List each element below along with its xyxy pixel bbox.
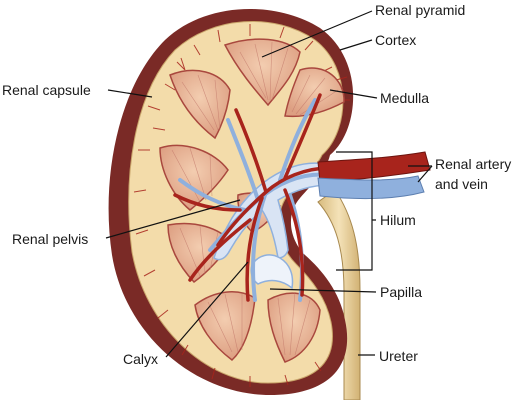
pyramid-bottom-left	[194, 291, 256, 361]
leader-cortex	[339, 39, 373, 51]
cortex-vessels	[133, 24, 350, 387]
renal-pelvis	[213, 162, 331, 261]
label-renal-artery-and-vein-line1: Renal artery	[435, 156, 512, 172]
label-renal-pyramid: Renal pyramid	[375, 2, 466, 18]
label-calyx: Calyx	[123, 351, 159, 367]
label-renal-capsule: Renal capsule	[2, 82, 91, 98]
label-renal-artery-and-vein-line2: and vein	[435, 176, 488, 192]
leader-papilla	[269, 288, 377, 293]
label-medulla: Medulla	[380, 90, 430, 106]
renal-vein	[317, 175, 425, 200]
label-cortex: Cortex	[375, 32, 417, 48]
label-papilla: Papilla	[380, 284, 423, 300]
label-renal-pelvis: Renal pelvis	[12, 231, 89, 247]
pyramid-left	[159, 144, 229, 211]
leader-renal-pelvis	[105, 199, 241, 239]
pyramid-striations	[171, 41, 339, 356]
pyramid-upper-right	[284, 67, 345, 118]
label-hilum: Hilum	[380, 212, 416, 228]
label-ureter: Ureter	[379, 348, 418, 364]
leader-lines	[105, 10, 433, 358]
leader-renal-pyramid	[261, 10, 373, 58]
leader-medulla	[329, 89, 378, 99]
bracket-hilum	[336, 151, 376, 271]
leader-renal-capsule	[107, 89, 153, 98]
pyramid-top	[223, 38, 301, 107]
leader-renal-artery-vein	[408, 165, 433, 183]
renal-arteries	[173, 93, 332, 302]
leader-calyx	[165, 261, 249, 358]
